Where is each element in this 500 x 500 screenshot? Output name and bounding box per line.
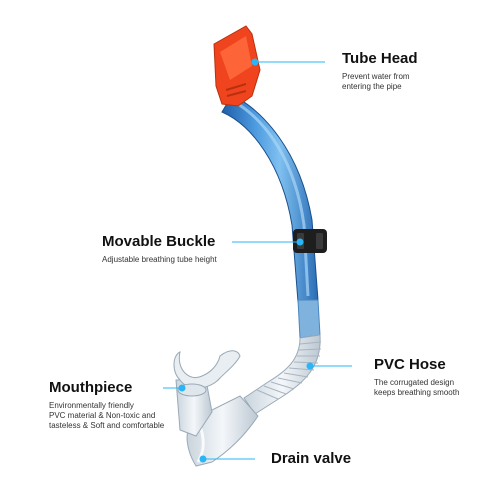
blue-tube [221, 94, 319, 303]
buckle-shape [293, 229, 327, 253]
drain-valve-title: Drain valve [271, 450, 352, 467]
pvc-hose-callout: PVC Hose The corrugated design keeps bre… [374, 356, 459, 398]
tube-head-description: Prevent water from entering the pipe [342, 72, 410, 91]
callout-pointers [163, 58, 352, 463]
tube-head-shape [213, 25, 261, 107]
tube-head-callout: Tube Head Prevent water from entering th… [342, 50, 418, 92]
movable-buckle-callout: Movable Buckle Adjustable breathing tube… [102, 233, 217, 265]
pvc-hose-description: The corrugated design keeps breathing sm… [374, 378, 460, 397]
mouthpiece-description: Environmentally friendly PVC material & … [49, 401, 165, 430]
drain-valve-callout: Drain valve [271, 450, 351, 468]
tube-head-title: Tube Head [342, 50, 418, 67]
pvc-hose-shape [243, 299, 322, 415]
movable-buckle-description: Adjustable breathing tube height [102, 255, 217, 264]
mouthpiece-title: Mouthpiece [49, 379, 133, 396]
mouthpiece-callout: Mouthpiece Environmentally friendly PVC … [49, 379, 164, 431]
movable-buckle-title: Movable Buckle [102, 233, 216, 250]
pvc-hose-title: PVC Hose [374, 356, 446, 373]
